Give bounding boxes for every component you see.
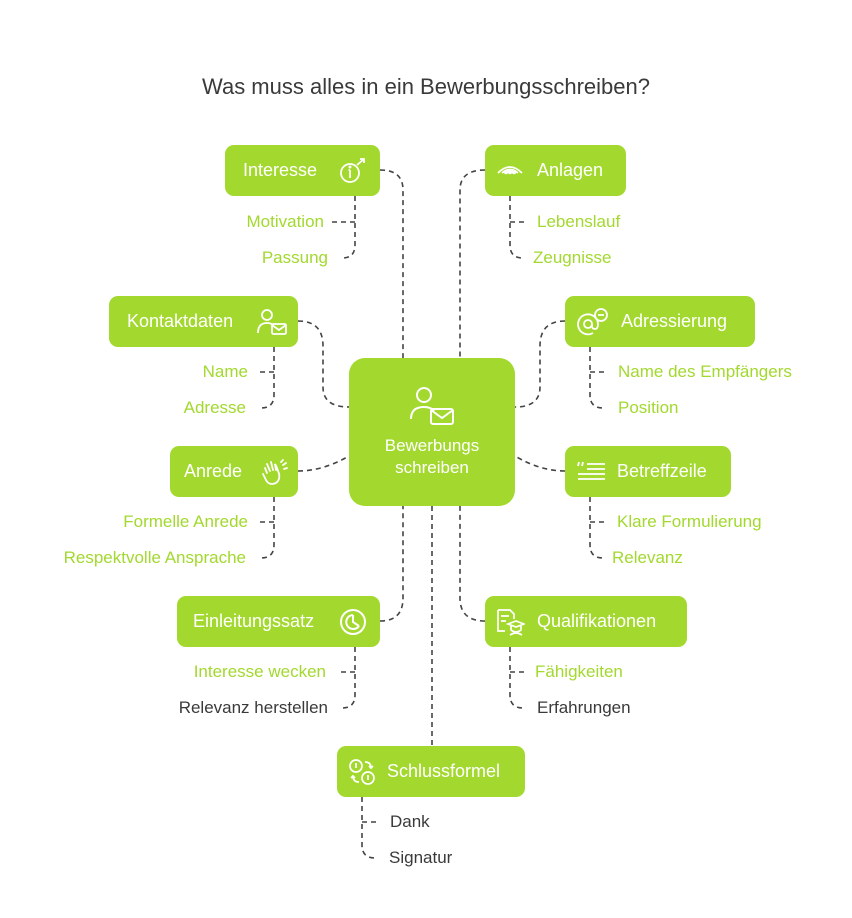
sub-item: Relevanz herstellen [178, 698, 328, 717]
sub-item: Position [618, 398, 679, 417]
document-graduate-icon [495, 607, 525, 637]
branch-qualifikationen: Qualifikationen [485, 596, 687, 647]
branch-kontaktdaten: Kontaktdaten [109, 296, 298, 347]
branch-anrede: Anrede [170, 446, 298, 497]
branch-interesse: Interesse [225, 145, 380, 196]
center-node: Bewerbungs schreiben [349, 358, 515, 506]
branch-label: Interesse [243, 160, 318, 180]
sub-item: Interesse wecken [193, 662, 326, 681]
branch-label: Einleitungssatz [193, 611, 315, 631]
branch-label: Betreffzeile [617, 461, 707, 481]
pie-clock-icon [338, 607, 368, 637]
sub-item: Motivation [246, 212, 324, 231]
sub-item: Signatur [389, 848, 453, 867]
branch-label: Adressierung [621, 311, 728, 331]
branch-adressierung: Adressierung [565, 296, 755, 347]
sub-item: Adresse [183, 398, 246, 417]
sub-item: Erfahrungen [537, 698, 631, 717]
person-mail-icon [256, 307, 288, 337]
center-label-line2: schreiben [395, 458, 469, 477]
eye-wave-icon [495, 161, 525, 181]
sub-item: Respektvolle Ansprache [63, 548, 246, 567]
branch-label: Kontaktdaten [127, 311, 234, 331]
exchange-icon [347, 757, 377, 787]
sub-item: Lebenslauf [537, 212, 621, 231]
at-minus-icon [575, 307, 609, 337]
branch-label: Anlagen [537, 160, 604, 180]
branch-label: Anrede [184, 461, 243, 481]
page-title: Was muss alles in ein Bewerbungsschreibe… [202, 74, 650, 99]
sub-item: Name [202, 362, 248, 381]
branch-betreffzeile: Betreffzeile [565, 446, 731, 497]
branch-einleitungssatz: Einleitungssatz [177, 596, 380, 647]
sub-item: Name des Empfängers [618, 362, 792, 381]
sub-item: Klare Formulierung [617, 512, 762, 531]
sub-item: Formelle Anrede [123, 512, 248, 531]
branch-label: Qualifikationen [537, 611, 657, 631]
branch-schlussformel: Schlussformel [337, 746, 525, 797]
sub-item: Relevanz [612, 548, 683, 567]
sub-item: Dank [390, 812, 430, 831]
waving-hand-icon [260, 457, 290, 487]
sub-item: Zeugnisse [533, 248, 612, 267]
quote-lines-icon [575, 459, 607, 485]
sub-item: Fähigkeiten [535, 662, 623, 681]
branch-label: Schlussformel [387, 761, 501, 781]
center-label-line1: Bewerbungs [384, 436, 480, 455]
branch-anlagen: Anlagen [485, 145, 626, 196]
person-mail-icon [409, 385, 455, 427]
info-pointer-icon [338, 157, 366, 185]
sub-item: Passung [261, 248, 328, 267]
